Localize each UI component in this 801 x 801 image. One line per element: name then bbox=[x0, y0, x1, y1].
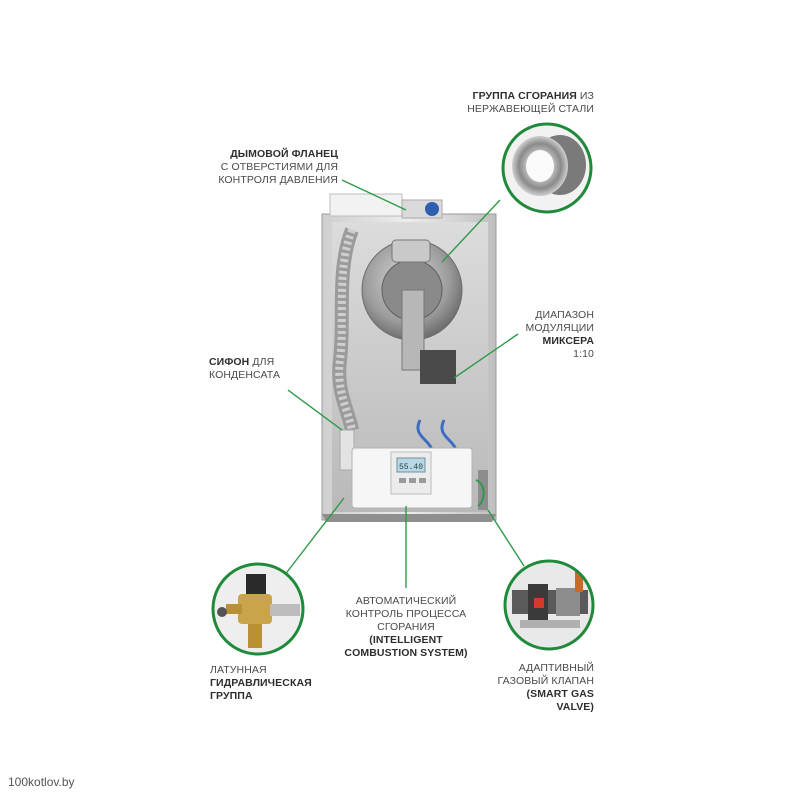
display-readout: 55.40 bbox=[399, 463, 423, 472]
label-siphon: СИФОН ДЛЯ КОНДЕНСАТА bbox=[209, 356, 281, 381]
boiler-body-icon: 55.40 bbox=[321, 193, 497, 522]
label-brass-group: ЛАТУННАЯ ГИДРАВЛИЧЕСКАЯ ГРУППА bbox=[210, 664, 312, 702]
label-flue-flange: ДЫМОВОЙ ФЛАНЕЦ С ОТВЕРСТИЯМИ ДЛЯ КОНТРОЛ… bbox=[218, 148, 338, 186]
label-auto-control: АВТОМАТИЧЕСКИЙ КОНТРОЛЬ ПРОЦЕССА СГОРАНИ… bbox=[344, 595, 468, 659]
watermark: 100kotlov.by bbox=[8, 775, 75, 789]
brass-group-detail-icon bbox=[211, 562, 305, 656]
label-gas-valve: АДАПТИВНЫЙ ГАЗОВЫЙ КЛАПАН (SMART GAS VAL… bbox=[497, 662, 594, 713]
label-combustion-group: ГРУППА СГОРАНИЯ ИЗ НЕРЖАВЕЮЩЕЙ СТАЛИ bbox=[467, 90, 594, 115]
label-modulation: ДИАПАЗОН МОДУЛЯЦИИ МИКСЕРА 1:10 bbox=[525, 309, 594, 360]
leader-lines bbox=[283, 179, 525, 588]
steel-ring-detail-icon bbox=[501, 122, 593, 214]
gas-valve-detail-icon bbox=[503, 559, 595, 651]
